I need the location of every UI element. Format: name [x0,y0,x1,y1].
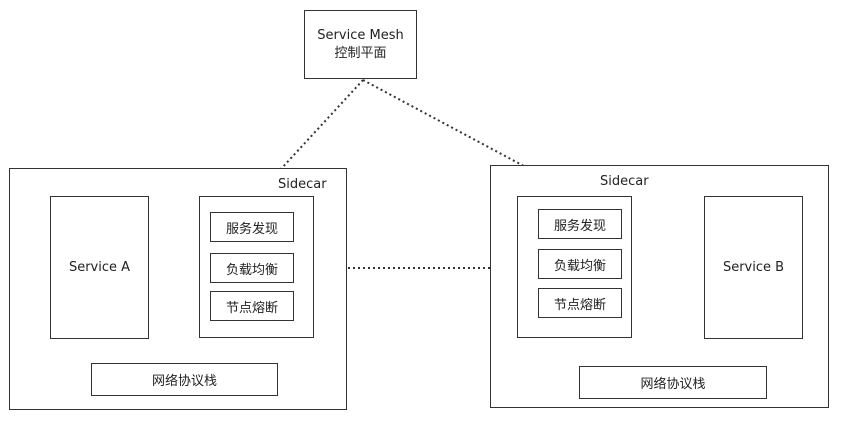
left-function-label: 负载均衡 [225,262,278,278]
service-b-label: Service B [722,260,785,275]
control-plane-box: Service Mesh 控制平面 [304,10,417,79]
right-sidecar-label: Sidecar [600,174,649,189]
service-b-box: Service B [704,196,803,339]
service-a-box: Service A [50,196,149,339]
service-a-label: Service A [68,260,131,275]
left-function-circuit-breaker: 节点熔断 [210,291,294,321]
left-function-load-balancing: 负载均衡 [210,253,294,283]
left-function-service-discovery: 服务发现 [210,212,294,242]
left-function-label: 服务发现 [225,221,278,237]
right-function-service-discovery: 服务发现 [538,209,622,239]
left-sidecar-label: Sidecar [278,177,327,192]
left-function-label: 节点熔断 [225,300,278,316]
right-function-circuit-breaker: 节点熔断 [538,288,622,318]
right-network-stack-label: 网络协议栈 [640,377,706,392]
left-network-stack-box: 网络协议栈 [91,363,278,396]
right-function-label: 负载均衡 [553,258,606,274]
control-plane-subtitle: 控制平面 [334,45,387,61]
right-network-stack-box: 网络协议栈 [579,366,767,399]
control-plane-title: Service Mesh [317,27,404,43]
right-function-load-balancing: 负载均衡 [538,249,622,279]
right-function-label: 节点熔断 [553,297,606,313]
left-network-stack-label: 网络协议栈 [151,374,217,389]
control-to-right-sidecar-line [362,79,579,196]
right-function-label: 服务发现 [553,218,606,234]
